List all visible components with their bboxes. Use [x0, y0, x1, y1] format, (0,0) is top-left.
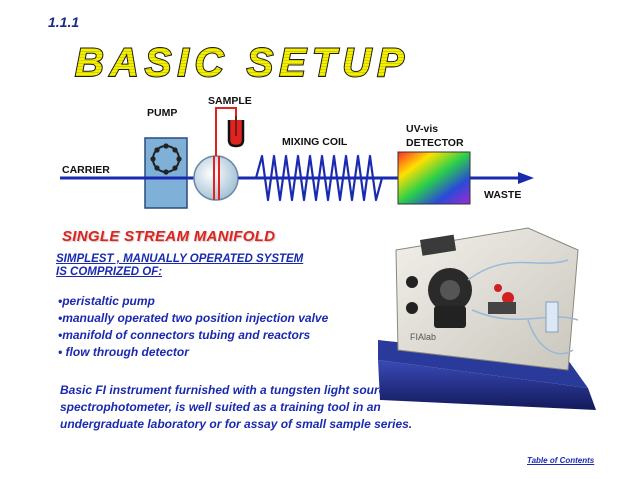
intro-line: IS COMPRIZED OF:: [56, 266, 163, 278]
mixing-coil-label: MIXING COIL: [282, 136, 348, 148]
description-line: spectrophotometer, is well suited as a t…: [60, 400, 381, 414]
list-item: •peristaltic pump: [58, 294, 155, 308]
pump-label: PUMP: [147, 107, 177, 119]
injection-valve: [193, 155, 239, 201]
instrument-label: FIAlab: [410, 332, 436, 342]
detector-label-line1: UV-vis: [406, 123, 438, 135]
table-of-contents-link[interactable]: Table of Contents: [527, 456, 595, 465]
intro-text: SIMPLEST , MANUALLY OPERATED SYSTEM IS C…: [56, 253, 356, 279]
sample-label: SAMPLE: [208, 95, 252, 107]
list-item: • flow through detector: [58, 345, 189, 359]
intro-line: SIMPLEST , MANUALLY OPERATED SYSTEM: [56, 253, 304, 265]
description: Basic FI instrument furnished with a tun…: [60, 382, 440, 433]
list-item: •manifold of connectors tubing and react…: [58, 328, 311, 342]
description-line: Basic FI instrument furnished with a tun…: [60, 383, 417, 397]
detector-label-line2: DETECTOR: [406, 137, 464, 149]
component-list: •peristaltic pump •manually operated two…: [58, 293, 328, 361]
description-line: undergraduate laboratory or for assay of…: [60, 417, 413, 431]
manifold-diagram: PUMP SAMPLE MIXING COIL UV-vis DETECTOR …: [60, 95, 534, 209]
uv-vis-detector: [397, 151, 471, 205]
flow-arrow: [518, 172, 534, 184]
carrier-label: CARRIER: [62, 164, 110, 176]
slide-title: BASIC SETUP: [74, 40, 410, 86]
slide-title-text: BASIC SETUP: [75, 41, 410, 85]
mixing-coil: [238, 154, 400, 202]
list-item: •manually operated two position injectio…: [58, 311, 329, 325]
waste-label: WASTE: [484, 189, 521, 201]
instrument-photo: FIAlab: [378, 227, 596, 410]
pump-rotor: [150, 143, 182, 175]
manifold-subtitle: SINGLE STREAM MANIFOLD: [62, 228, 276, 245]
slide-number: 1.1.1: [48, 14, 80, 30]
